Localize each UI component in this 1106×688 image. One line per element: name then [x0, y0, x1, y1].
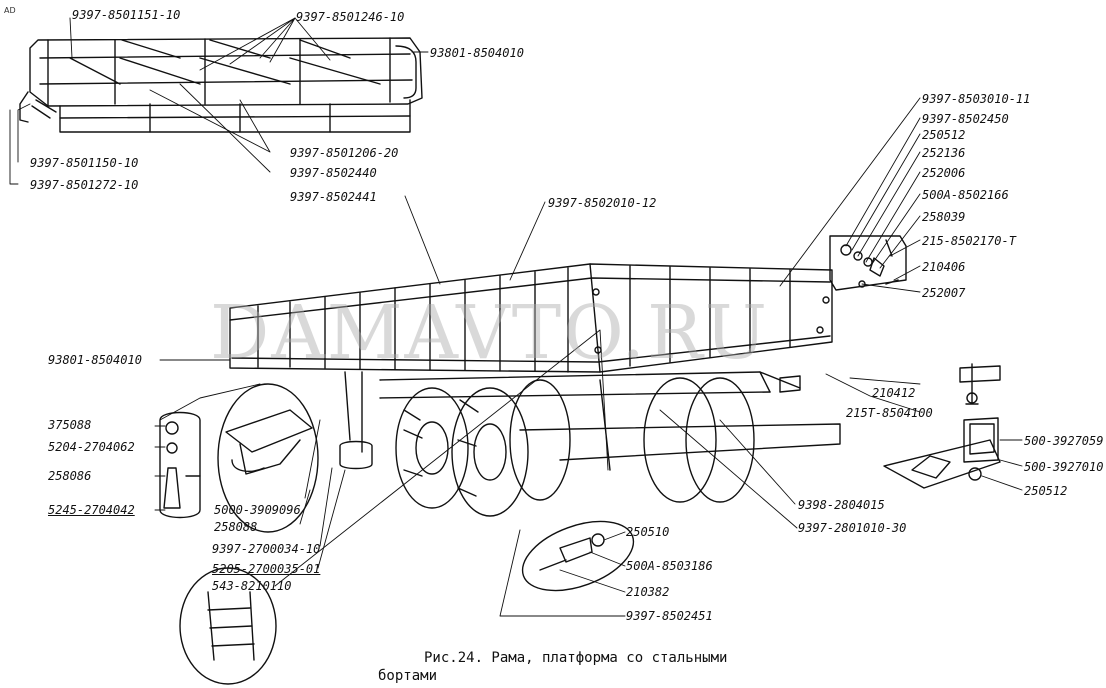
label-9397-8501150-10: 9397-8501150-10	[30, 156, 139, 170]
trailer-platform	[229, 263, 833, 373]
label-9397-2801010-30: 9397-2801010-30	[798, 521, 907, 535]
label-250512-top: 250512	[922, 128, 966, 142]
label-252006: 252006	[922, 166, 966, 180]
box-detail	[217, 383, 319, 533]
label-9397-8502451: 9397-8502451	[626, 609, 713, 623]
label-375088: 375088	[48, 418, 92, 432]
ladder-detail	[179, 567, 277, 685]
label-250512-bottom: 250512	[1024, 484, 1068, 498]
label-252136: 252136	[922, 146, 966, 160]
label-93801-8504010-left: 93801-8504010	[48, 353, 142, 367]
label-9397-8501246-10: 9397-8501246-10	[296, 10, 405, 24]
label-9397-8502441: 9397-8502441	[290, 190, 377, 204]
label-9397-8501151-10: 9397-8501151-10	[72, 8, 181, 22]
label-215-8502170-T: 215-8502170-Т	[922, 234, 1016, 248]
label-9397-8502450: 9397-8502450	[922, 112, 1009, 126]
label-210382: 210382	[626, 585, 670, 599]
label-9397-8502010-12: 9397-8502010-12	[548, 196, 657, 210]
label-258039: 258039	[922, 210, 966, 224]
label-9397-2700034-10: 9397-2700034-10	[212, 542, 321, 556]
label-500-3927059: 500-3927059	[1024, 434, 1104, 448]
label-543-8210110: 543-8210110	[212, 579, 292, 593]
trailer-wheels	[395, 377, 755, 517]
label-210406: 210406	[922, 260, 966, 274]
label-250510: 250510	[626, 525, 670, 539]
bracket-detail	[883, 363, 1001, 489]
label-9398-2804015: 9398-2804015	[798, 498, 885, 512]
corner-mark: AD	[4, 6, 16, 15]
leader-lines	[9, 17, 1023, 617]
trailer-chassis	[339, 371, 841, 471]
label-500-3927010: 500-3927010	[1024, 460, 1104, 474]
label-5245-2704042: 5245-2704042	[48, 503, 135, 517]
label-9397-8502440: 9397-8502440	[290, 166, 377, 180]
label-9397-8503010-11: 9397-8503010-11	[922, 92, 1031, 106]
label-93801-8504010-top: 93801-8504010	[430, 46, 524, 60]
hub-detail	[159, 411, 201, 519]
figure-caption-line2: бортами	[378, 668, 438, 684]
hinge-hardware-detail	[829, 235, 907, 291]
bolt-detail	[521, 520, 635, 592]
label-9397-8501206-20: 9397-8501206-20	[290, 146, 399, 160]
label-258088: 258088	[214, 520, 258, 534]
watermark: DAMAVTO.RU	[210, 290, 770, 376]
figure-caption-line1: Рис.24. Рама, платформа со стальными	[424, 650, 728, 666]
label-215T-8504100: 215Т-8504100	[846, 406, 933, 420]
label-5205-2700035-01: 5205-2700035-01	[212, 562, 321, 576]
label-500A-8502166: 500А-8502166	[922, 188, 1009, 202]
label-258086: 258086	[48, 469, 92, 483]
label-5000-3909096: 5000-3909096	[214, 503, 301, 517]
platform-frame-inset	[19, 37, 423, 133]
label-500A-8503186: 500А-8503186	[626, 559, 713, 573]
label-210412: 210412	[872, 386, 916, 400]
label-9397-8501272-10: 9397-8501272-10	[30, 178, 139, 192]
label-5204-2704062: 5204-2704062	[48, 440, 135, 454]
label-252007: 252007	[922, 286, 966, 300]
